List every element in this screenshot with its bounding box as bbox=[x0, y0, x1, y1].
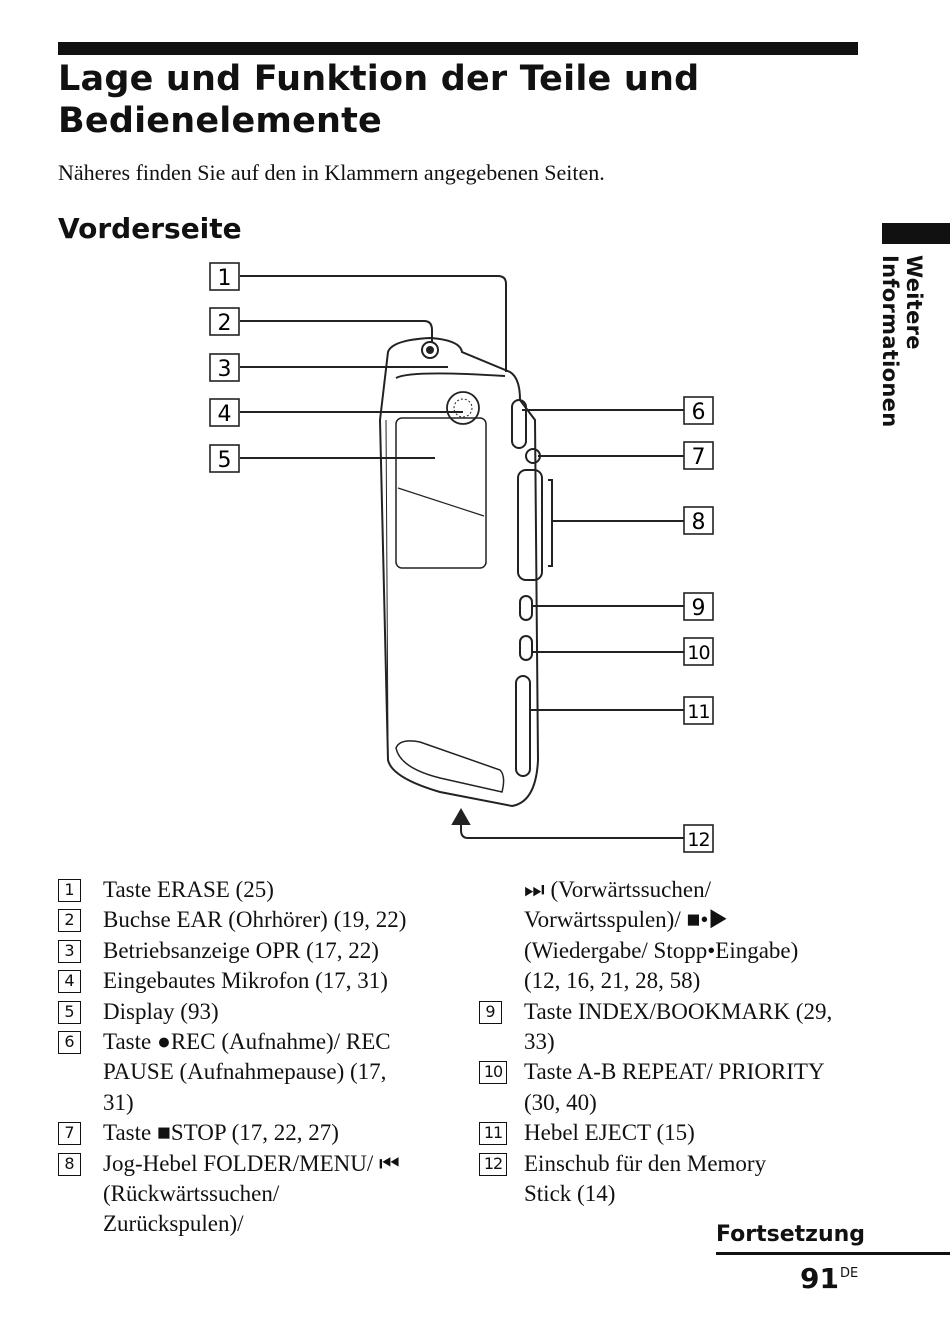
item-number: 3 bbox=[58, 939, 81, 963]
item-number: 11 bbox=[479, 1122, 507, 1146]
svg-text:12: 12 bbox=[687, 829, 709, 851]
leader-lines bbox=[240, 275, 684, 839]
callout-1: 1 bbox=[209, 262, 240, 291]
callout-8: 8 bbox=[683, 506, 714, 535]
item-text: Einschub für den Memory Stick (14) bbox=[524, 1150, 767, 1207]
continuation-label: Fortsetzung bbox=[716, 1222, 866, 1247]
parts-list-left: 1 Taste ERASE (25) 2 Buchse EAR (Ohrhörer)… bbox=[58, 875, 448, 1240]
item-text: Jog-Hebel FOLDER/MENU/ ⏮ (Rückwärtssuche… bbox=[103, 1150, 400, 1237]
item-number: 2 bbox=[58, 909, 81, 933]
callout-labels: 1 2 3 4 5 6 7 8 9 10 11 12 bbox=[209, 262, 714, 853]
svg-text:4: 4 bbox=[218, 402, 232, 427]
section-heading: Vorderseite bbox=[58, 212, 242, 245]
item-text: Taste ERASE (25) bbox=[103, 877, 274, 902]
svg-text:11: 11 bbox=[687, 701, 709, 723]
callout-3: 3 bbox=[209, 353, 240, 382]
callout-7: 7 bbox=[683, 441, 714, 470]
callout-5: 5 bbox=[209, 444, 240, 473]
item-text: Taste INDEX/BOOKMARK (29, 33) bbox=[524, 998, 833, 1055]
callout-12: 12 bbox=[683, 824, 714, 853]
header-rule bbox=[58, 42, 858, 55]
svg-text:10: 10 bbox=[687, 642, 709, 664]
list-item: 8 Jog-Hebel FOLDER/MENU/ ⏮ (Rückwärtssuch… bbox=[58, 1149, 403, 1240]
svg-text:2: 2 bbox=[218, 311, 232, 336]
list-item: 12 Einschub für den Memory Stick (14) bbox=[479, 1149, 814, 1210]
svg-text:5: 5 bbox=[218, 448, 232, 473]
item-number: 9 bbox=[479, 1000, 502, 1024]
list-item: 4 Eingebautes Mikrofon (17, 31) bbox=[58, 966, 448, 996]
item-number: 7 bbox=[58, 1122, 81, 1146]
item-text: Betriebsanzeige OPR (17, 22) bbox=[103, 937, 379, 963]
continuation-rule bbox=[716, 1252, 950, 1255]
item-text: Taste ■STOP (17, 22, 27) bbox=[103, 1120, 339, 1146]
item-number: 12 bbox=[479, 1152, 507, 1176]
item-text: Taste ●REC (Aufnahme)/ REC PAUSE (Aufnah… bbox=[103, 1029, 391, 1115]
item-number: 1 bbox=[58, 879, 81, 902]
svg-text:8: 8 bbox=[692, 510, 706, 535]
list-item: 1 Taste ERASE (25) bbox=[58, 875, 448, 905]
svg-text:6: 6 bbox=[692, 400, 706, 425]
item-number: 5 bbox=[58, 1000, 81, 1024]
item-number: 10 bbox=[479, 1061, 507, 1085]
item-text: Eingebautes Mikrofon (17, 31) bbox=[103, 968, 388, 994]
item-text: Hebel EJECT (15) bbox=[524, 1120, 695, 1146]
callout-4: 4 bbox=[209, 398, 240, 427]
list-item-continued: ⏭ (Vorwärtssuchen/ Vorwärtsspulen)/ ■•▶ … bbox=[479, 875, 824, 997]
item-number: 8 bbox=[58, 1152, 81, 1176]
parts-list-right: ⏭ (Vorwärtssuchen/ Vorwärtsspulen)/ ■•▶ … bbox=[479, 875, 859, 1209]
side-section-label: Weitere Informationen bbox=[870, 255, 926, 525]
item-text: ⏭ (Vorwärtssuchen/ Vorwärtsspulen)/ ■•▶ … bbox=[524, 877, 799, 994]
callout-11: 11 bbox=[683, 696, 714, 725]
side-tab-marker bbox=[882, 223, 950, 244]
svg-text:7: 7 bbox=[692, 445, 706, 470]
list-item: 7 Taste ■STOP (17, 22, 27) bbox=[58, 1118, 448, 1148]
callout-10: 10 bbox=[683, 637, 714, 666]
list-item: 10 Taste A-B REPEAT/ PRIORITY (30, 40) bbox=[479, 1057, 824, 1118]
svg-text:9: 9 bbox=[692, 596, 706, 621]
list-item: 9 Taste INDEX/BOOKMARK (29, 33) bbox=[479, 997, 859, 1058]
item-text: Taste A-B REPEAT/ PRIORITY (30, 40) bbox=[524, 1059, 824, 1115]
list-item: 6 Taste ●REC (Aufnahme)/ REC PAUSE (Aufna… bbox=[58, 1027, 403, 1118]
list-item: 5 Display (93) bbox=[58, 997, 448, 1027]
page-number: 91 bbox=[800, 1262, 839, 1295]
recorder-illustration bbox=[378, 336, 543, 808]
callout-9: 9 bbox=[683, 592, 714, 621]
list-item: 2 Buchse EAR (Ohrhörer) (19, 22) bbox=[58, 905, 448, 935]
page-title: Lage und Funktion der Teile und Bedienel… bbox=[58, 59, 700, 141]
callout-6: 6 bbox=[683, 396, 714, 425]
callout-2: 2 bbox=[209, 307, 240, 336]
svg-text:1: 1 bbox=[218, 266, 232, 291]
item-text: Buchse EAR (Ohrhörer) (19, 22) bbox=[103, 907, 407, 933]
list-item: 11 Hebel EJECT (15) bbox=[479, 1118, 859, 1148]
item-text: Display (93) bbox=[103, 998, 219, 1024]
page-language-suffix: DE bbox=[840, 1266, 859, 1281]
device-diagram: 1 2 3 4 5 6 7 8 9 10 11 12 bbox=[209, 262, 714, 853]
svg-text:3: 3 bbox=[218, 357, 232, 382]
side-label-text: Weitere Informationen bbox=[878, 255, 926, 428]
item-number: 6 bbox=[58, 1031, 81, 1055]
item-number: 4 bbox=[58, 970, 81, 994]
intro-text: Näheres finden Sie auf den in Klammern a… bbox=[58, 160, 605, 185]
list-item: 3 Betriebsanzeige OPR (17, 22) bbox=[58, 936, 448, 966]
